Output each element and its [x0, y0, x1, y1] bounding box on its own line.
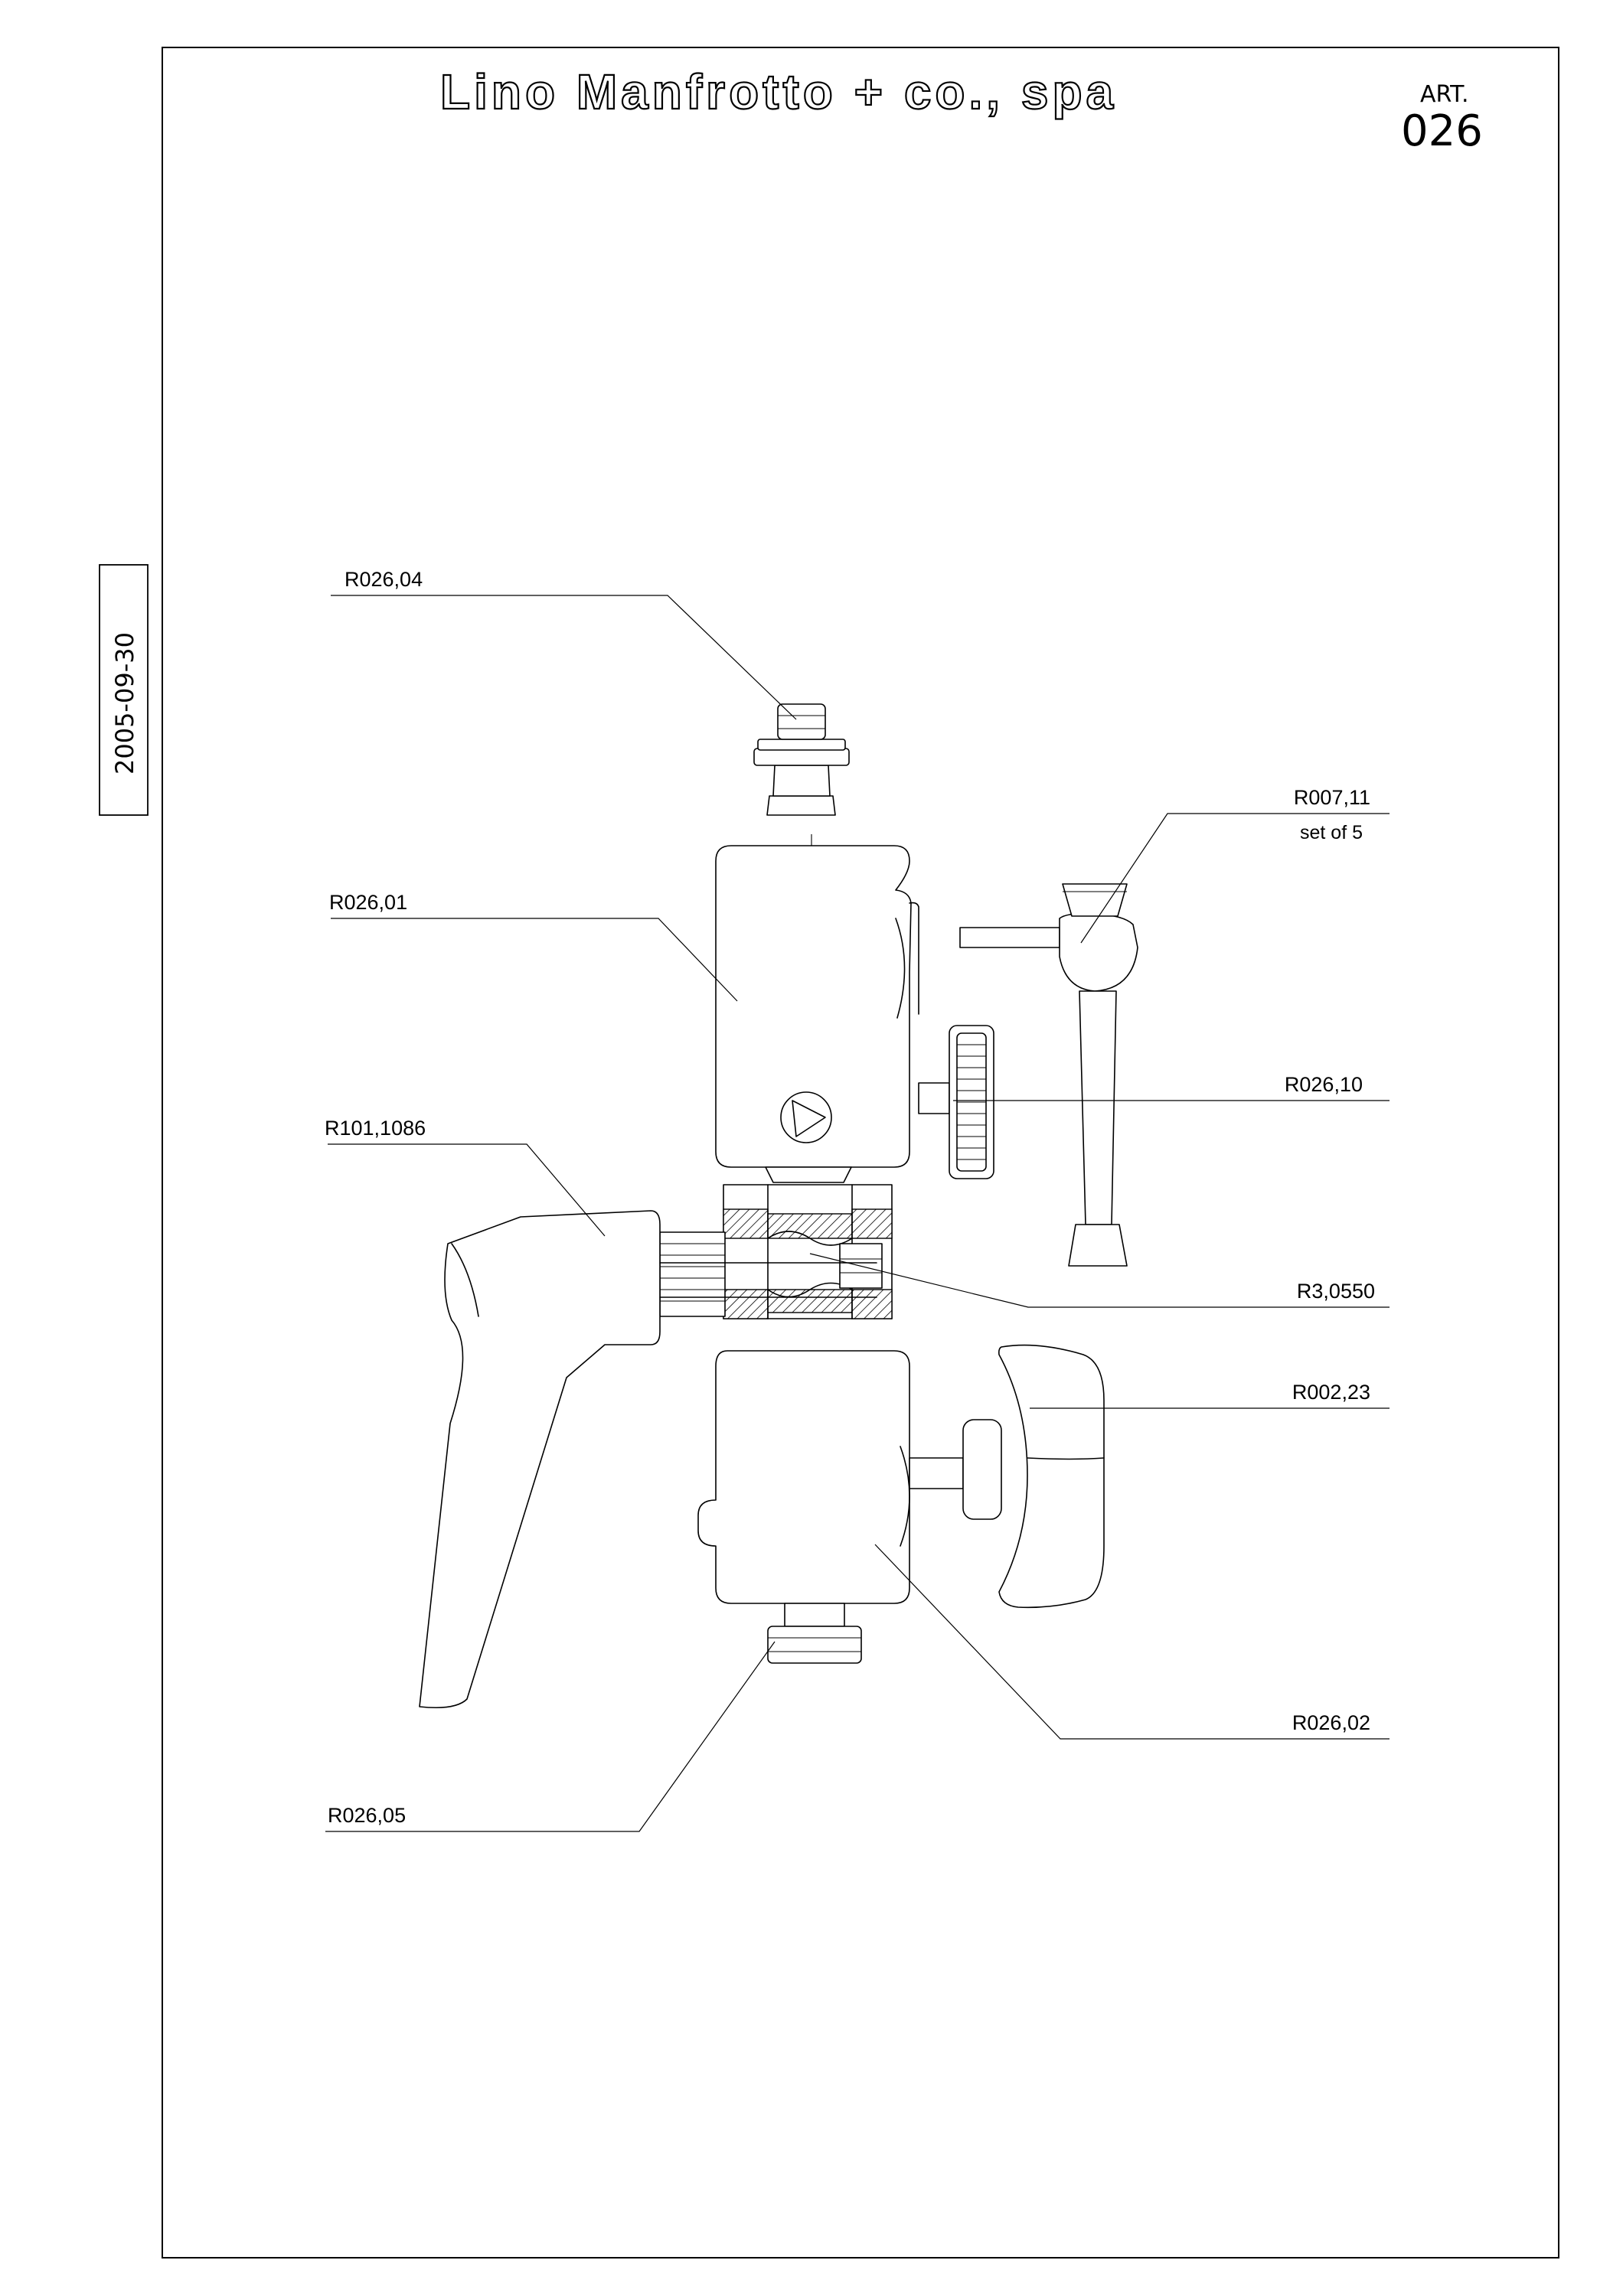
company-name: Lino Manfrotto + co., spa: [440, 64, 1117, 119]
side-arm-rod: [959, 883, 1138, 1267]
lower-body: [697, 1350, 910, 1604]
callout-r007-11-note: set of 5: [1300, 822, 1363, 843]
callout-r026-10: R026,10: [1285, 1073, 1363, 1096]
date-stamp: 2005-09-30: [110, 632, 139, 775]
clamp-lever-handle: [419, 1210, 877, 1709]
callout-r007-11: R007,11: [1294, 786, 1370, 809]
callout-r002-23: R002,23: [1292, 1381, 1370, 1404]
callout-r3-0550: R3,0550: [1297, 1280, 1375, 1303]
callout-r026-02: R026,02: [1292, 1711, 1370, 1734]
callout-r101-1086: R101,1086: [325, 1117, 426, 1140]
bottom-spigot: [767, 1603, 862, 1664]
wing-knob: [909, 1344, 1105, 1609]
upper-body: [715, 834, 919, 1183]
callout-r026-01: R026,01: [329, 891, 407, 914]
threaded-joint-section: [723, 1184, 893, 1319]
article-label: ART.: [1420, 81, 1469, 108]
article-number: 026: [1401, 106, 1483, 156]
callout-r026-04: R026,04: [345, 568, 423, 591]
drawing-border: [162, 47, 1559, 2258]
callout-r026-05: R026,05: [328, 1804, 406, 1827]
top-spigot: [753, 703, 850, 816]
body-hole: [780, 1091, 832, 1143]
date-stamp-box: 2005-09-30: [99, 564, 149, 816]
leader-lines: [325, 595, 1390, 1832]
knurled-lock-ring: [918, 1025, 994, 1179]
